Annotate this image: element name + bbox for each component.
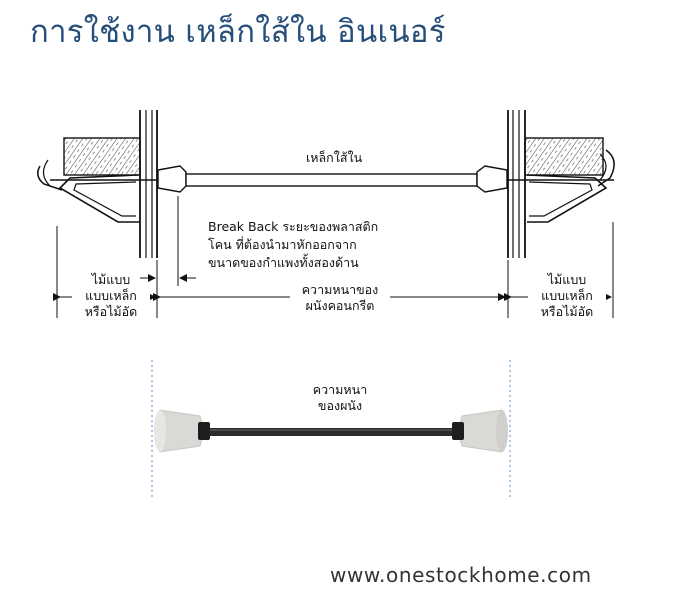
right-cone [476, 165, 508, 193]
right-form-label: ไม้แบบ แบบเหล็ก หรือไม้อัด [528, 272, 606, 320]
right-clamp-bracket [526, 174, 608, 223]
wall-thickness-label: ความหนาของ ผนังคอนกรีต [290, 282, 390, 314]
right-formwork [507, 110, 615, 258]
break-back-note: Break Back ระยะของพลาสติก โคน ที่ต้องนำม… [208, 219, 379, 270]
product-illustration [151, 360, 511, 498]
left-clamp-bracket [58, 174, 140, 223]
tie-rod [185, 173, 478, 187]
wall-thickness-product-label: ความหนา ของผนัง [312, 382, 368, 413]
website-url: www.onestockhome.com [330, 563, 592, 587]
left-waler-timber [63, 137, 141, 176]
left-form-label: ไม้แบบ แบบเหล็ก หรือไม้อัด [72, 272, 150, 320]
page-title: การใช้งาน เหล็กใส้ใน อินเนอร์ [30, 14, 446, 50]
rod-label: เหล็กใส้ใน [306, 150, 363, 165]
left-cone [157, 165, 187, 193]
left-formwork [37, 110, 158, 258]
right-waler-timber [524, 137, 604, 176]
tie-rod-assembly [50, 165, 614, 193]
